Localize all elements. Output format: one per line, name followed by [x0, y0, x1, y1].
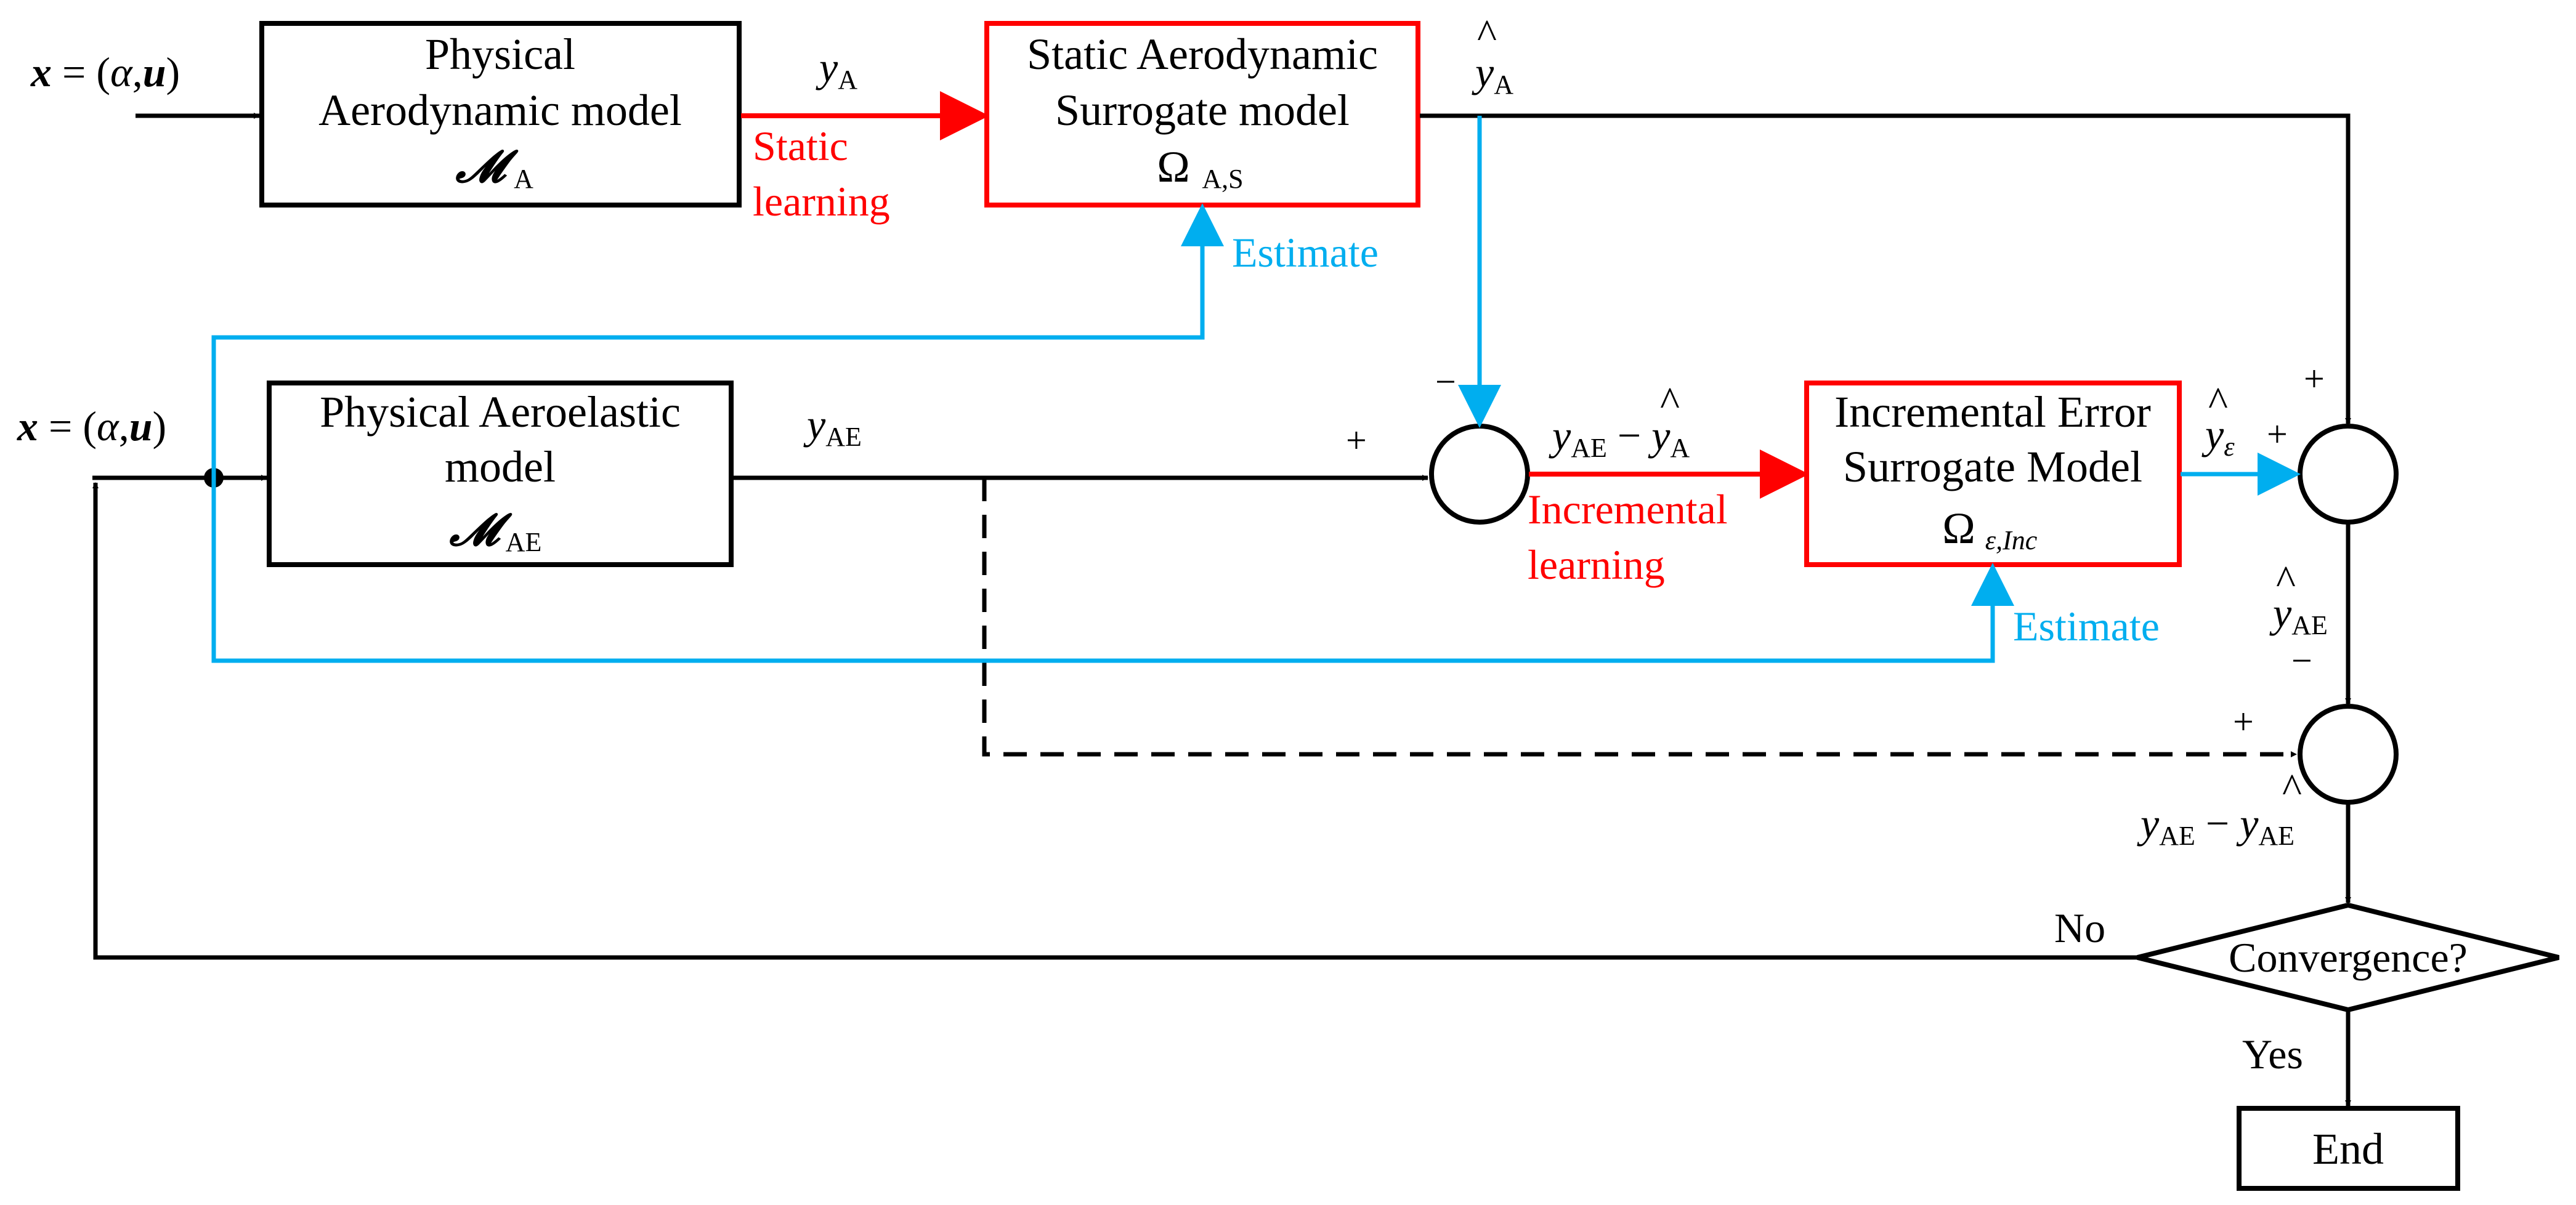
- input-mid-alpha: α: [97, 403, 119, 449]
- label-yAE-minus-yA-hat: ^ yAE − yA: [1549, 378, 1690, 463]
- sum-junction-1: [1429, 424, 1530, 525]
- svg-text:x = (α,u): x = (α,u): [30, 49, 180, 95]
- label-static-learning-1: Static: [753, 123, 848, 169]
- svg-text:^: ^: [1477, 10, 1497, 57]
- input-mid-close: ): [153, 403, 167, 449]
- svg-text:^: ^: [2276, 557, 2296, 603]
- block-incremental-error-line1: Incremental Error: [1834, 387, 2151, 437]
- label-yA-hat: ^ yA: [1472, 10, 1513, 100]
- svg-text:yA: yA: [1472, 49, 1513, 100]
- input-top-eq: = (: [52, 49, 110, 95]
- sign-sum1-minus: −: [1435, 361, 1456, 402]
- svg-text:yAE: yAE: [2269, 589, 2328, 640]
- input-top-u: u: [143, 49, 166, 95]
- label-incremental-learning-1: Incremental: [1528, 486, 1728, 533]
- arrow-yA-hat-to-sum2: [1420, 113, 2351, 424]
- label-yAE: yAE: [803, 401, 862, 452]
- svg-text:^: ^: [1660, 378, 1680, 425]
- input-mid-eq: = (: [38, 403, 97, 449]
- svg-text:yAE − yAE: yAE − yAE: [2137, 800, 2295, 851]
- block-end-label: End: [2312, 1124, 2384, 1174]
- label-yA: yA: [816, 44, 857, 95]
- svg-text:x = (α,u): x = (α,u): [17, 403, 166, 449]
- sign-sum1-plus: +: [1346, 420, 1367, 461]
- block-static-surrogate-symbol-sub: A,S: [1202, 164, 1243, 194]
- decision-convergence: Convergence?: [2137, 902, 2559, 1013]
- label-static-learning-2: learning: [753, 178, 890, 225]
- svg-text:yAE − yA: yAE − yA: [1549, 412, 1690, 463]
- svg-text:^: ^: [2282, 765, 2302, 812]
- label-estimate-incremental: Estimate: [2013, 603, 2160, 650]
- label-no: No: [2054, 905, 2105, 951]
- label-yAE-minus-yAE-hat: ^ yAE − yAE: [2137, 765, 2302, 851]
- sum-junction-2: [2298, 424, 2399, 525]
- arrow-dashed-yAE-to-sum3: [982, 478, 2297, 757]
- block-end: End: [2237, 1106, 2460, 1191]
- block-physical-aeroelastic-line2: model: [445, 442, 556, 491]
- block-incremental-error-symbol-sub: ε,Inc: [1985, 525, 2038, 555]
- block-static-aerodynamic-surrogate: Static Aerodynamic Surrogate model Ω A,S: [984, 21, 1420, 208]
- arrow-no-feedback: [92, 482, 2137, 960]
- label-estimate-static: Estimate: [1232, 229, 1379, 276]
- sign-sum3-plus: +: [2233, 701, 2254, 742]
- input-top-comma: ,: [132, 49, 143, 95]
- decision-convergence-label: Convergence?: [2229, 934, 2468, 981]
- label-yAE-hat: ^ yAE: [2269, 557, 2328, 640]
- input-mid-x: x: [17, 403, 38, 449]
- block-incremental-error-line2: Surrogate Model: [1843, 442, 2142, 491]
- input-top-close: ): [166, 49, 180, 95]
- sign-sum2-plus-left: +: [2267, 414, 2288, 454]
- block-physical-aerodynamic-model: Physical Aerodynamic model 𝓜 A: [259, 21, 742, 208]
- input-label-mid: x = (α,u): [17, 403, 166, 449]
- label-yes: Yes: [2242, 1031, 2303, 1078]
- block-physical-aerodynamic-symbol-sub: A: [514, 164, 533, 194]
- block-physical-aerodynamic-line1: Physical: [425, 30, 575, 79]
- sign-sum2-plus-top: +: [2304, 358, 2325, 399]
- block-physical-aeroelastic-symbol-sub: AE: [506, 527, 542, 557]
- input-label-top: x = (α,u): [30, 49, 180, 95]
- block-physical-aeroelastic-line1: Physical Aeroelastic: [320, 387, 681, 437]
- input-top-x: x: [30, 49, 52, 95]
- block-incremental-error-symbol: Ω: [1942, 504, 1975, 553]
- block-physical-aeroelastic-model: Physical Aeroelastic model 𝓜 AE: [267, 381, 734, 567]
- arrow-estimate-static: [211, 203, 1224, 478]
- input-mid-u: u: [129, 403, 153, 449]
- block-incremental-error-surrogate: Incremental Error Surrogate Model Ω ε,In…: [1804, 381, 2182, 567]
- label-y-eps-hat: ^ yε: [2201, 378, 2235, 462]
- block-physical-aerodynamic-line2: Aerodynamic model: [318, 86, 682, 135]
- block-static-surrogate-line1: Static Aerodynamic: [1027, 30, 1378, 79]
- svg-text:yε: yε: [2201, 411, 2235, 462]
- sign-sum3-minus: −: [2291, 640, 2312, 681]
- svg-text:^: ^: [2208, 378, 2228, 425]
- arrow-estimate-incremental: [211, 478, 2014, 663]
- input-top-alpha: α: [110, 49, 133, 95]
- label-incremental-learning-2: learning: [1528, 541, 1665, 588]
- block-static-surrogate-line2: Surrogate model: [1055, 86, 1350, 135]
- input-mid-comma: ,: [119, 403, 129, 449]
- sum-junction-3: [2298, 704, 2399, 805]
- block-static-surrogate-symbol: Ω: [1157, 142, 1190, 191]
